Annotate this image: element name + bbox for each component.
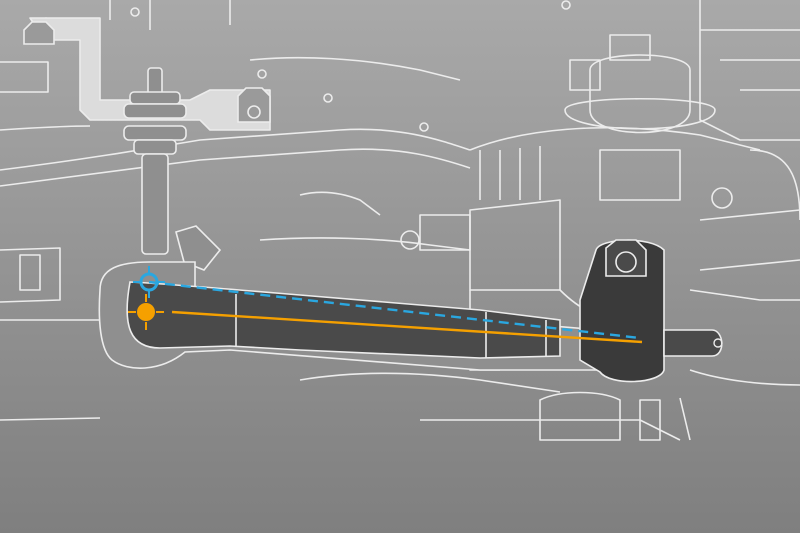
stabilizer-bracket xyxy=(29,17,271,131)
lower-control-arm xyxy=(98,239,723,383)
stock-axis-line xyxy=(148,280,641,340)
frame-rail-left xyxy=(0,61,49,93)
lowered-pivot-point xyxy=(128,294,164,330)
stabilizer-link xyxy=(123,67,222,271)
knuckle-bolt xyxy=(605,239,647,277)
lowered-axis-line xyxy=(171,310,643,344)
bracket-bolts xyxy=(23,21,271,123)
spindle xyxy=(663,329,723,357)
stock-pivot-point xyxy=(133,266,165,298)
